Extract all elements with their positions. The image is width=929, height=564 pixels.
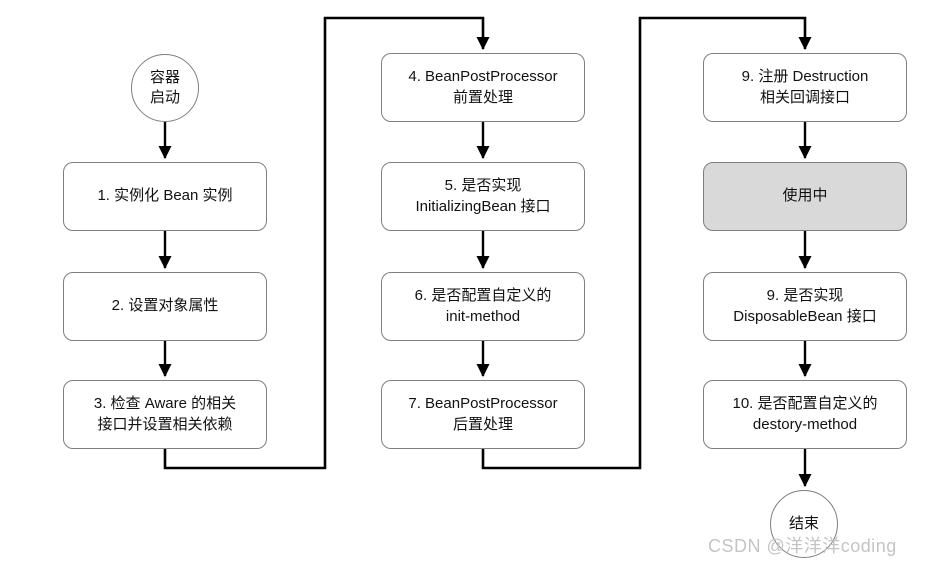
node-step6-init-method: 6. 是否配置自定义的 init-method (381, 272, 585, 341)
csdn-watermark: CSDN @洋洋洋coding (708, 536, 897, 556)
node-step5-initializingbean: 5. 是否实现 InitializingBean 接口 (381, 162, 585, 231)
edge-step7-step9-register (481, 16, 812, 470)
node-end: 结束 (770, 490, 838, 558)
node-step4-beanpostprocessor-before: 4. BeanPostProcessor 前置处理 (381, 53, 585, 122)
node-step7-beanpostprocessor-after: 7. BeanPostProcessor 后置处理 (381, 380, 585, 449)
node-in-use: 使用中 (703, 162, 907, 231)
node-container-start: 容器 启动 (131, 54, 199, 122)
node-step3-check-aware: 3. 检查 Aware 的相关 接口并设置相关依赖 (63, 380, 267, 449)
node-step10-destroy-method: 10. 是否配置自定义的 destory-method (703, 380, 907, 449)
node-step1-instantiate-bean: 1. 实例化 Bean 实例 (63, 162, 267, 231)
edge-step3-step4 (163, 16, 490, 470)
node-step9-disposablebean: 9. 是否实现 DisposableBean 接口 (703, 272, 907, 341)
node-step2-set-properties: 2. 设置对象属性 (63, 272, 267, 341)
node-step9-register-destruction: 9. 注册 Destruction 相关回调接口 (703, 53, 907, 122)
